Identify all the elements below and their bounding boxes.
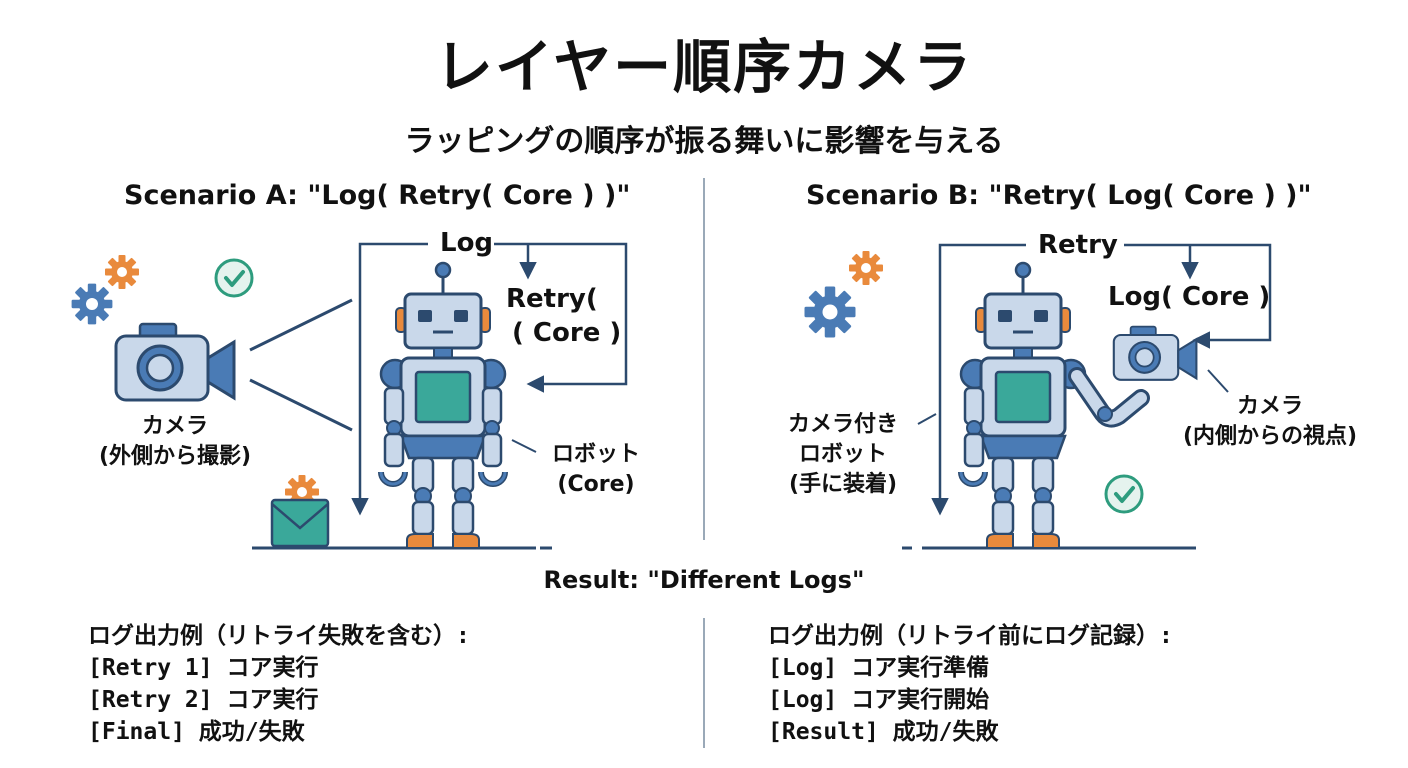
log-line: [Final] 成功/失敗	[88, 719, 305, 745]
robot-pointer-line	[511, 439, 537, 453]
camera-inside-icon	[1112, 325, 1198, 381]
scenario-a-camera-caption: カメラ (外側から撮影)	[98, 414, 252, 469]
scenario-b-heading: Scenario B: "Retry( Log( Core ) )"	[806, 180, 1312, 211]
log-wrapper-arrow	[351, 242, 428, 516]
retry-wrapper-arrow	[931, 243, 1026, 516]
page-title: レイヤー順序カメラ	[434, 33, 974, 101]
log-loop-arrow	[1124, 243, 1272, 349]
result-label: Result: "Different Logs"	[543, 566, 865, 594]
camera-pointer-line	[1207, 369, 1229, 393]
log-line: [Log] コア実行準備	[768, 655, 990, 681]
gear-icon	[105, 255, 139, 289]
scenario-b-graphics	[804, 243, 1272, 548]
envelope-gear-icon	[270, 475, 330, 548]
gear-icon	[849, 251, 883, 285]
log-line: [Result] 成功/失敗	[768, 719, 999, 745]
scenario-a-log-label: Log	[434, 228, 500, 258]
log-heading: ログ出力例（リトライ失敗を含む）:	[88, 623, 470, 649]
robot-pointer-line	[917, 413, 937, 425]
check-icon	[1104, 474, 1144, 514]
check-icon	[214, 258, 254, 298]
gear-icon	[71, 283, 113, 325]
view-line	[249, 378, 353, 432]
scenario-a-core-label: ( Core )	[512, 318, 622, 348]
scenario-b-camera-caption: カメラ (内側からの視点)	[1182, 394, 1358, 449]
log-line: [Retry 2] コア実行	[88, 687, 319, 713]
camera-outside-icon	[114, 322, 236, 402]
page-subtitle: ラッピングの順序が振る舞いに影響を与える	[404, 124, 1004, 159]
gear-icon	[804, 286, 856, 338]
log-example-b: ログ出力例（リトライ前にログ記録）: [Log] コア実行準備 [Log] コア…	[768, 620, 1173, 748]
scenario-a-robot-caption: ロボット (Core)	[551, 442, 640, 497]
robot-with-camera-icon	[961, 263, 1085, 548]
scenario-b-retry-label: Retry	[1032, 230, 1124, 260]
scenario-a-graphics	[71, 242, 628, 548]
retry-loop-arrow	[494, 242, 628, 393]
scenario-b-log-label: Log( Core )	[1108, 282, 1271, 312]
log-line: [Log] コア実行開始	[768, 687, 990, 713]
view-line	[249, 298, 353, 352]
log-heading: ログ出力例（リトライ前にログ記録）:	[768, 623, 1173, 649]
scenario-b-robot-caption: カメラ付き ロボット (手に装着)	[787, 412, 898, 497]
log-line: [Retry 1] コア実行	[88, 655, 319, 681]
log-example-a: ログ出力例（リトライ失敗を含む）: [Retry 1] コア実行 [Retry …	[88, 620, 470, 748]
scenario-a-heading: Scenario A: "Log( Retry( Core ) )"	[124, 180, 631, 211]
scenario-a-retry-label: Retry(	[506, 284, 598, 314]
